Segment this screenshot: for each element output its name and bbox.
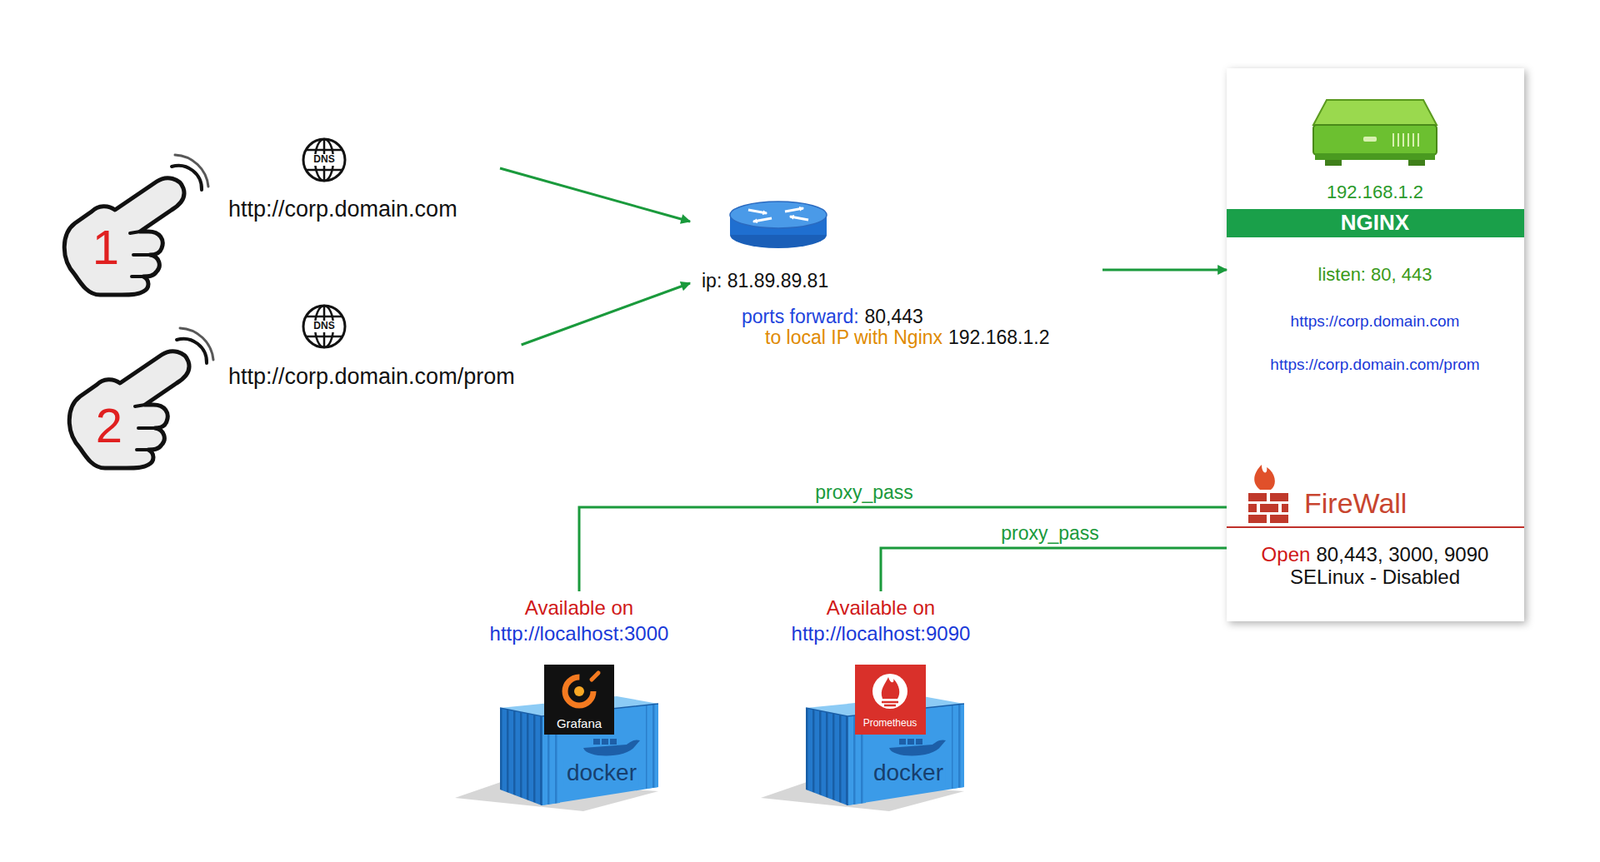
url-text: http://corp.domain.com [228,196,458,223]
firewall-title: FireWall [1304,487,1407,520]
hand-node: 2 [55,323,214,474]
dns-globe [303,305,345,348]
hand-node: 1 [50,150,209,300]
selinux-state: SELinux - Disabled [1290,565,1460,590]
firewall-rule [1226,526,1525,529]
dns-globe [303,139,345,181]
url-text: http://localhost:3000 [490,622,670,646]
availability-label: Available on [525,596,634,620]
connector-arrow [880,548,1227,592]
connector-arrow [500,168,690,222]
logo-box: Grafana [544,665,615,735]
logo-caption: Prometheus [863,718,918,730]
callout-number: 1 [92,220,120,276]
router-node: ip: 81.89.89.81 ports forward:80,443to lo… [690,200,1103,354]
dns-request: DNS http://corp.domain.com/prom [225,300,522,400]
url-text: http://localhost:9090 [791,622,971,646]
url-text: https://corp.domain.com [1290,312,1460,331]
server-panel [1226,68,1525,622]
docker-label: docker [564,760,640,787]
logo-box: Prometheus [855,665,926,735]
prometheus-logo [855,665,926,735]
availability-label: Available on [826,596,935,620]
dns-badge: DNS [310,154,337,166]
ip-address: 192.168.1.2 [948,326,1050,349]
listen-ports: listen: 80, 443 [1318,264,1433,285]
connector-arrow [521,283,690,345]
forward-target-label: to local IP with Nginx [765,326,943,349]
open-label: Open [1261,543,1311,567]
hand-icon [69,328,214,469]
edge-label: proxy_pass [812,481,916,504]
router-icon [730,201,827,249]
ip-address: ip: 81.89.89.81 [701,270,829,292]
edge-label: proxy_pass [998,522,1102,545]
port-list: 80,443, 3000, 9090 [1316,543,1490,567]
dns-request: DNS http://corp.domain.com [225,137,500,228]
connector-arrow [579,507,1227,592]
firewall-icon [1248,465,1289,524]
server-panel: 192.168.1.2 listen: 80, 443 https://corp.d… [1226,68,1525,622]
connector-arrow [1102,269,1227,272]
nginx-band: NGINX [1226,209,1525,238]
url-text: https://corp.domain.com/prom [1270,355,1480,375]
container-node: Available onhttp://localhost:9090 docker P… [750,591,1012,810]
url-text: http://corp.domain.com/prom [228,364,515,390]
ip-address: 192.168.1.2 [1326,181,1424,203]
hand-icon [64,155,209,295]
grafana-logo [544,665,615,735]
port-list: 80,443 [865,305,924,328]
callout-number: 2 [95,398,123,455]
service-name: NGINX [1340,210,1410,236]
dns-badge: DNS [310,320,337,333]
docker-label: docker [870,760,946,787]
container-node: Available onhttp://localhost:3000 docker G… [450,591,709,810]
server-icon [1313,100,1437,166]
port-forward-label: ports forward: [741,305,860,328]
logo-caption: Grafana [556,716,602,731]
